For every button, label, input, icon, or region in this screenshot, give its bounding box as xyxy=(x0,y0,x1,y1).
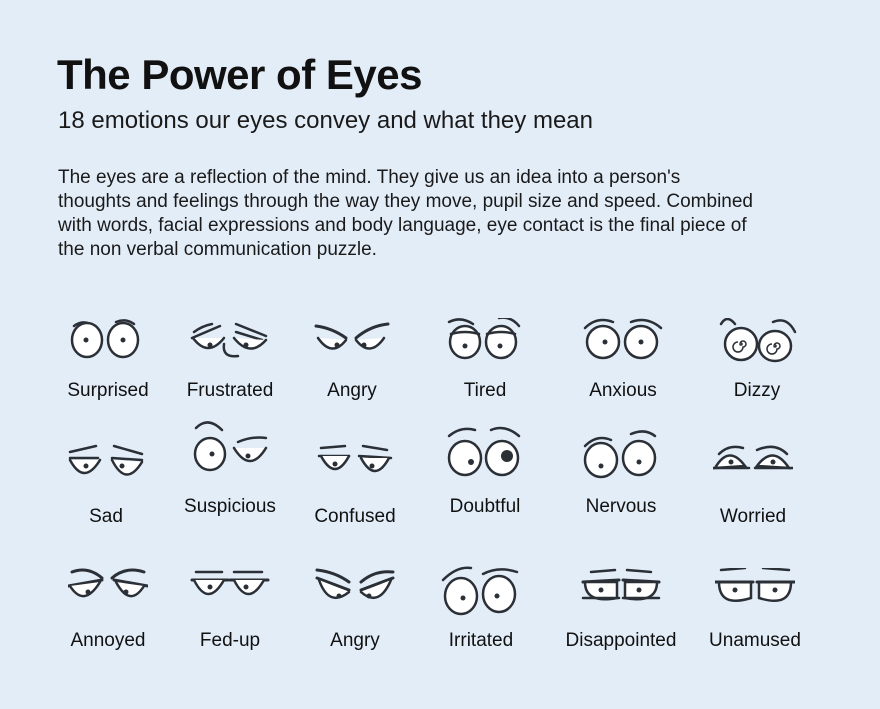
emotion-surprised: Surprised xyxy=(33,318,183,428)
worried-eyes-icon xyxy=(713,445,793,470)
emotion-label: Irritated xyxy=(448,630,514,651)
emotion-label: Sad xyxy=(89,506,123,527)
emotion-label: Nervous xyxy=(585,496,657,517)
emotion-label: Annoyed xyxy=(70,630,146,651)
emotion-frustrated: Frustrated xyxy=(155,318,305,428)
emotion-dizzy: Dizzy xyxy=(682,318,832,428)
tired-eyes-icon xyxy=(447,318,521,360)
emotion-label: Tired xyxy=(463,380,507,401)
emotion-label: Disappointed xyxy=(565,630,677,651)
irritated-eyes-icon xyxy=(441,566,519,616)
emotion-label: Suspicious xyxy=(184,496,276,517)
disappointed-eyes-icon xyxy=(581,568,661,601)
suspicious-eyes-icon xyxy=(193,421,268,472)
emotion-anxious: Anxious xyxy=(548,318,698,428)
page-subtitle: 18 emotions our eyes convey and what the… xyxy=(58,107,593,134)
fed-up-eyes-icon xyxy=(190,570,270,596)
emotion-nervous: Nervous xyxy=(546,426,696,536)
emotion-label: Dizzy xyxy=(733,380,781,401)
emotion-irritated: Irritated xyxy=(406,564,556,674)
emotion-doubtful: Doubtful xyxy=(410,424,560,534)
emotion-angry-2: Angry xyxy=(280,568,430,678)
angry-eyes-icon xyxy=(314,322,390,350)
emotion-label: Fed-up xyxy=(199,630,261,651)
page-title: The Power of Eyes xyxy=(57,51,422,98)
surprised-eyes-icon xyxy=(70,319,140,359)
doubtful-eyes-icon xyxy=(447,426,521,477)
emotion-label: Frustrated xyxy=(186,380,274,401)
emotion-unamused: Unamused xyxy=(680,568,830,678)
annoyed-eyes-icon xyxy=(68,568,148,598)
emotion-confused: Confused xyxy=(280,444,430,554)
unamused-eyes-icon xyxy=(715,568,795,602)
sad-eyes-icon xyxy=(68,444,144,476)
confused-eyes-icon xyxy=(317,444,393,473)
emotion-label: Surprised xyxy=(67,380,149,401)
dizzy-eyes-icon xyxy=(719,318,797,363)
emotion-fed-up: Fed-up xyxy=(155,568,305,678)
emotion-angry: Angry xyxy=(277,318,427,428)
emotion-disappointed: Disappointed xyxy=(546,568,696,678)
emotion-label: Doubtful xyxy=(449,496,521,517)
emotion-tired: Tired xyxy=(410,318,560,428)
emotion-label: Confused xyxy=(314,506,396,527)
emotion-annoyed: Annoyed xyxy=(33,568,183,678)
emotion-worried: Worried xyxy=(678,444,828,554)
emotion-label: Anxious xyxy=(589,380,657,401)
emotion-label: Angry xyxy=(327,380,377,401)
anxious-eyes-icon xyxy=(583,318,663,360)
emotion-sad: Sad xyxy=(31,444,181,554)
frustrated-eyes-icon xyxy=(190,322,268,358)
emotion-label: Worried xyxy=(719,506,787,527)
intro-paragraph: The eyes are a reflection of the mind. T… xyxy=(58,167,754,260)
emotion-suspicious: Suspicious xyxy=(155,418,305,528)
emotion-label: Angry xyxy=(330,630,380,651)
angry-eyes-icon xyxy=(315,568,395,600)
nervous-eyes-icon xyxy=(583,430,657,479)
emotion-label: Unamused xyxy=(709,630,801,651)
